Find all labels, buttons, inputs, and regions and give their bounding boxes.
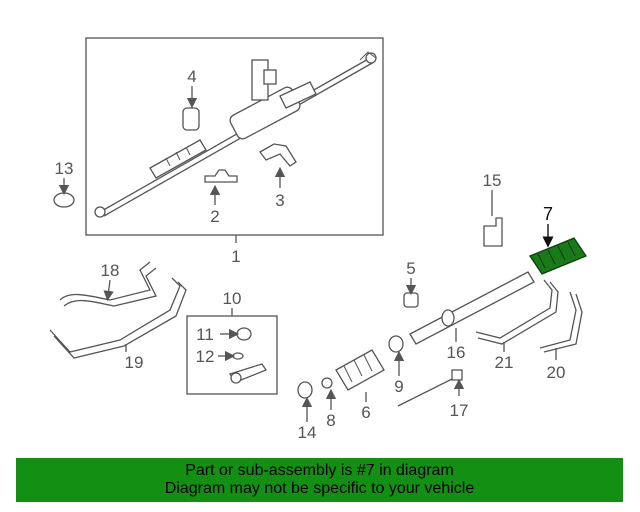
part-14 — [297, 381, 313, 422]
tie-rod-end-box — [186, 308, 278, 395]
callout-14: 14 — [298, 423, 317, 442]
callout-4: 4 — [187, 67, 196, 86]
callout-21: 21 — [495, 353, 514, 372]
callout-19: 19 — [125, 353, 144, 372]
info-banner: Part or sub-assembly is #7 in diagram Di… — [16, 458, 623, 502]
part-20-hose — [539, 291, 583, 360]
part-15 — [483, 190, 503, 247]
banner-line-2: Diagram may not be specific to your vehi… — [164, 480, 475, 497]
callout-8: 8 — [326, 411, 335, 430]
part-3-bracket — [259, 143, 297, 188]
part-13-cap — [53, 178, 75, 208]
callout-2: 2 — [210, 207, 219, 226]
part-8-clip — [321, 377, 337, 410]
callout-16: 16 — [447, 343, 466, 362]
part-9-clamp — [388, 335, 405, 376]
part-17-tie-rod — [397, 369, 465, 407]
part-6-boot — [335, 349, 385, 402]
callout-15: 15 — [483, 171, 502, 190]
callout-17: 17 — [450, 401, 469, 420]
callout-12: 12 — [196, 347, 215, 366]
parts-diagram: 1 2 3 4 5 6 7 8 9 10 11 12 13 14 15 16 1… — [49, 37, 587, 442]
part-2-bracket — [204, 169, 238, 205]
callout-7: 7 — [543, 204, 553, 224]
callout-20: 20 — [547, 363, 566, 382]
callout-18: 18 — [101, 261, 120, 280]
part-16-rack-bar — [409, 271, 535, 345]
part-21-hose — [475, 279, 559, 352]
callout-9: 9 — [394, 377, 403, 396]
callout-5: 5 — [406, 259, 415, 278]
callout-1: 1 — [231, 247, 240, 266]
assembly-box — [85, 37, 384, 243]
callout-11: 11 — [196, 325, 214, 344]
part-18-19-hoses — [49, 261, 187, 359]
callout-10: 10 — [223, 289, 242, 308]
callout-6: 6 — [361, 403, 370, 422]
banner-line-1: Part or sub-assembly is #7 in diagram — [185, 462, 454, 479]
part-4-bushing — [182, 86, 200, 131]
part-5-bushing — [403, 278, 419, 308]
steering-rack-assembly — [94, 51, 377, 218]
callout-13: 13 — [55, 159, 74, 178]
callout-3: 3 — [275, 191, 284, 210]
part-7-highlighted-boot — [529, 224, 587, 275]
